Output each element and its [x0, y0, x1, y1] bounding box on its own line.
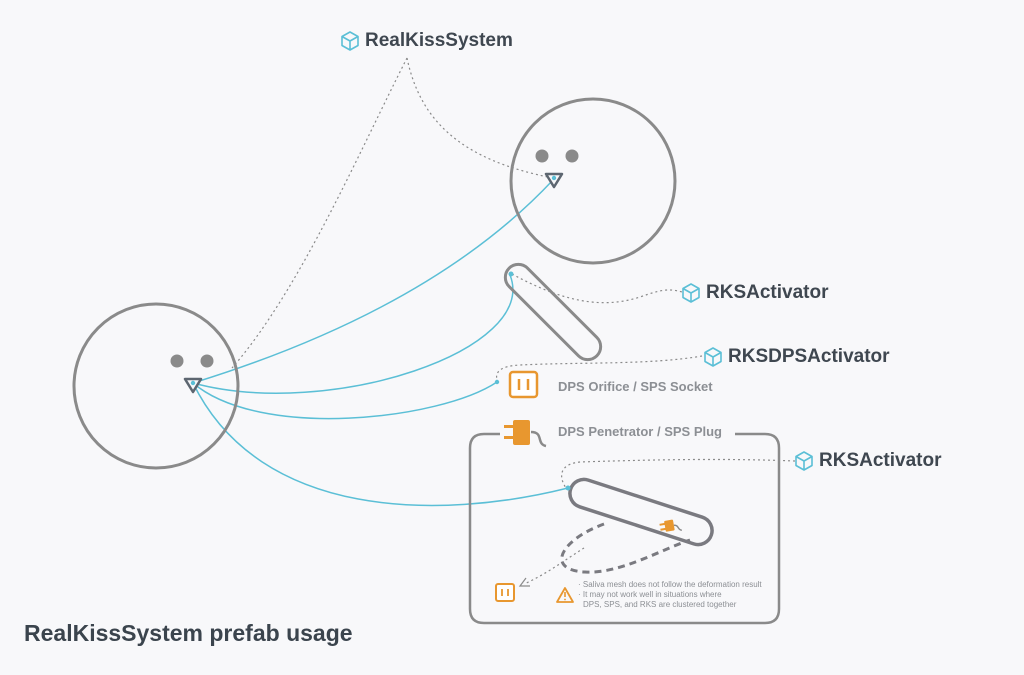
rks-activator-bottom-text: RKSActivator [819, 450, 942, 471]
realkiss-system-label: RealKissSystem [341, 30, 513, 52]
activator-capsule-bottom [568, 477, 714, 547]
connection-to-activator-top [192, 274, 514, 394]
component-cube-icon [341, 31, 359, 51]
large-head-circle [72, 302, 240, 470]
connection-to-small-head [192, 179, 554, 384]
realkiss-system-text: RealKissSystem [365, 30, 513, 51]
activator-bottom-anchor-dot [565, 485, 571, 491]
socket-label: DPS Orifice / SPS Socket [558, 379, 713, 394]
dotted-line-dps-activator [495, 355, 703, 381]
component-cube-icon [795, 451, 813, 471]
page-title: RealKissSystem prefab usage [24, 620, 353, 646]
rksdps-activator-label: RKSDPSActivator [704, 346, 890, 368]
component-cube-icon [682, 283, 700, 303]
large-head-anchor-dot [190, 380, 196, 386]
plug-label: DPS Penetrator / SPS Plug [558, 424, 722, 439]
dotted-arrow-head [518, 577, 530, 587]
warning-notes: · Saliva mesh does not follow the deform… [578, 580, 762, 610]
small-head-circle [509, 97, 677, 265]
note-line-1: · Saliva mesh does not follow the deform… [578, 580, 762, 589]
connection-to-socket [192, 381, 498, 420]
small-head-eye-left [535, 149, 549, 163]
deformation-dashed-path [560, 522, 691, 574]
plug-label-text: DPS Penetrator / SPS Plug [558, 424, 722, 439]
socket-anchor-dot [494, 379, 500, 385]
component-cube-icon [704, 347, 722, 367]
connection-to-plug-capsule [192, 382, 569, 507]
dotted-line-rks-to-head-small [406, 57, 554, 179]
activator-capsule-top [503, 262, 603, 362]
rksdps-activator-text: RKSDPSActivator [728, 346, 890, 367]
small-plug-icon [659, 519, 682, 532]
dotted-arrow-to-socket [523, 547, 585, 585]
rks-activator-top-label: RKSActivator [682, 282, 828, 304]
small-head-eye-right [565, 149, 579, 163]
rks-activator-bottom-label: RKSActivator [795, 450, 941, 472]
small-head-anchor-dot [551, 175, 557, 181]
plug-icon [504, 420, 547, 448]
dotted-line-rks-to-head-large [231, 57, 408, 369]
large-head-mouth-marker [183, 377, 203, 394]
note-line-2: · It may not work well in situations whe… [578, 590, 722, 599]
small-socket-icon [495, 583, 515, 602]
rks-activator-top-text: RKSActivator [706, 282, 829, 303]
activator-top-anchor-dot [508, 271, 514, 277]
note-line-3: DPS, SPS, and RKS are clustered together [583, 600, 737, 609]
warning-icon [556, 587, 574, 603]
plug-frame-box [468, 432, 781, 625]
large-head-eye-right [200, 354, 214, 368]
small-head-mouth-marker [544, 172, 564, 189]
socket-label-text: DPS Orifice / SPS Socket [558, 379, 713, 394]
socket-icon [508, 370, 539, 399]
large-head-eye-left [170, 354, 184, 368]
